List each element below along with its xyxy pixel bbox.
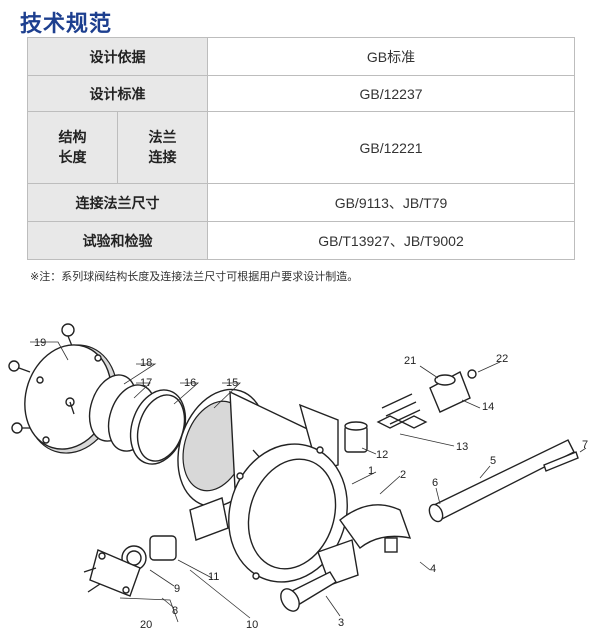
spec-label-line: 法兰 [148,129,177,146]
spec-label-line: 连接 [148,149,177,166]
top-cap [429,369,477,413]
bolt-group-left [8,323,75,434]
spec-value: GB/12221 [207,111,575,184]
callout-10: 10 [246,619,258,631]
spec-label-structure-length: 结构 长度 [27,111,118,184]
callout-15: 15 [226,377,238,389]
callout-16: 16 [184,377,196,389]
spec-label: 连接法兰尺寸 [27,183,208,222]
footnote: ※注：系列球阀结构长度及连接法兰尺寸可根据用户要求设计制造。 [30,270,359,283]
bottom-plate [83,549,141,597]
spec-row-flange-size: 连接法兰尺寸 GB/9113、JB/T79 [27,183,575,222]
sleeve [344,421,368,453]
callout-21: 21 [404,355,416,367]
callout-6: 6 [432,477,438,489]
callout-12: 12 [376,449,388,461]
bolt [61,323,75,347]
callout-13: 13 [456,441,468,453]
spec-value: GB/9113、JB/T79 [207,183,575,222]
spec-table: 设计依据 GB标准 设计标准 GB/12237 结构 长度 法兰 连接 GB/1… [27,37,575,260]
callout-8: 8 [172,605,178,617]
callout-3: 3 [338,617,344,629]
spec-label: 设计依据 [27,37,208,76]
callout-2: 2 [400,469,406,481]
spec-row-design-basis: 设计依据 GB标准 [27,37,575,76]
operating-handle [280,571,337,612]
callout-1: 1 [368,465,374,477]
callout-20: 20 [140,619,152,631]
callout-11: 11 [208,571,219,583]
callout-22: 22 [496,353,508,365]
spec-label: 试验和检验 [27,221,208,260]
drive-shaft [428,439,575,523]
spring [376,393,428,429]
exploded-view-diagram: 19 18 17 16 15 1 2 3 4 5 6 7 8 9 10 11 1… [8,323,588,631]
spec-label: 设计标准 [27,75,208,112]
spec-value: GB/T13927、JB/T9002 [207,221,575,260]
callout-19: 19 [34,337,46,349]
ball [228,443,348,583]
spec-label-line: 结构 [58,129,87,146]
spec-row-design-standard: 设计标准 GB/12237 [27,75,575,112]
spec-label-flange-connection: 法兰 连接 [117,111,208,184]
callout-labels: 19 18 17 16 15 1 2 3 4 5 6 7 8 9 10 11 1… [34,337,588,631]
spec-row-length: 结构 长度 法兰 连接 GB/12221 [27,111,575,184]
key [543,451,579,472]
callout-7: 7 [582,439,588,451]
callout-5: 5 [490,455,496,467]
spec-row-test: 试验和检验 GB/T13927、JB/T9002 [27,221,575,260]
spec-value: GB/12237 [207,75,575,112]
callout-17: 17 [140,377,152,389]
section-title: 技术规范 [20,12,113,37]
callout-4: 4 [430,563,436,575]
leader-lines [30,341,587,623]
callout-18: 18 [140,357,152,369]
spec-value: GB标准 [207,37,575,76]
spec-label-line: 长度 [58,149,87,166]
callout-9: 9 [174,583,180,595]
bolt [8,360,31,373]
callout-14: 14 [482,401,494,413]
